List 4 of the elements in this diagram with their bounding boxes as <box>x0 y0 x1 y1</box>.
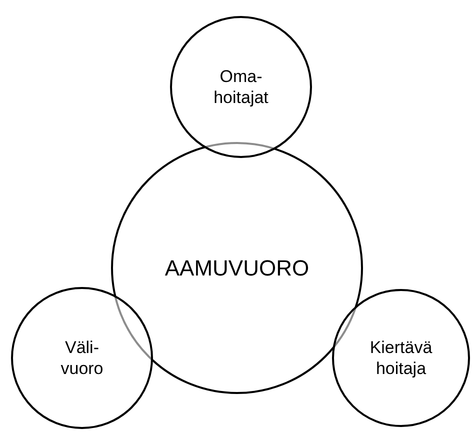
node-label: Väli- vuoro <box>60 336 104 380</box>
node-label: Kiertävä hoitaja <box>368 336 434 380</box>
node-label: AAMUVUORO <box>164 254 310 282</box>
node-label: Oma- hoitajat <box>212 66 270 108</box>
